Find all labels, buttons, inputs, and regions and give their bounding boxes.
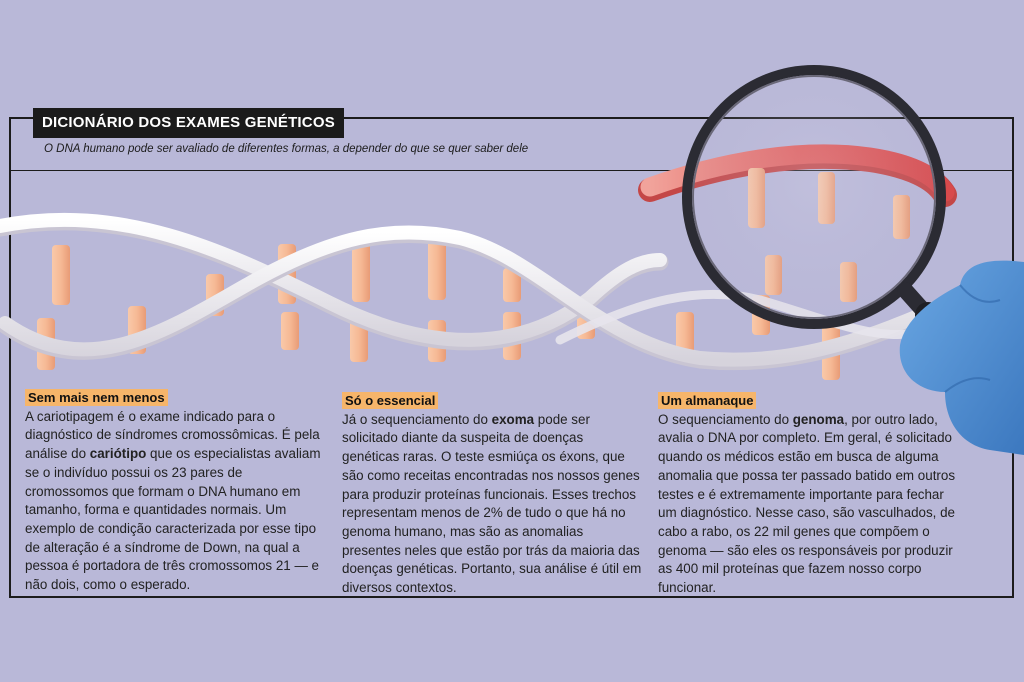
column-genome: Um almanaque O sequenciamento do genoma,… (658, 392, 958, 598)
header-divider (9, 170, 1014, 171)
gloved-hand (899, 260, 1024, 455)
column-heading: Sem mais nem menos (25, 389, 168, 406)
column-body: O sequenciamento do genoma, por outro la… (658, 411, 956, 596)
column-karyotype: Sem mais nem menos A cariotipagem é o ex… (25, 389, 323, 595)
column-heading: Um almanaque (658, 392, 757, 409)
page-title: DICIONÁRIO DOS EXAMES GENÉTICOS (33, 108, 344, 138)
column-body: A cariotipagem é o exame indicado para o… (25, 408, 321, 593)
page-subtitle: O DNA humano pode ser avaliado de difere… (44, 143, 529, 155)
column-body: Já o sequenciamento do exoma pode ser so… (342, 411, 642, 596)
dna-helix (0, 212, 969, 371)
column-heading: Só o essencial (342, 392, 439, 409)
column-exome: Só o essencial Já o sequenciamento do ex… (342, 392, 642, 598)
